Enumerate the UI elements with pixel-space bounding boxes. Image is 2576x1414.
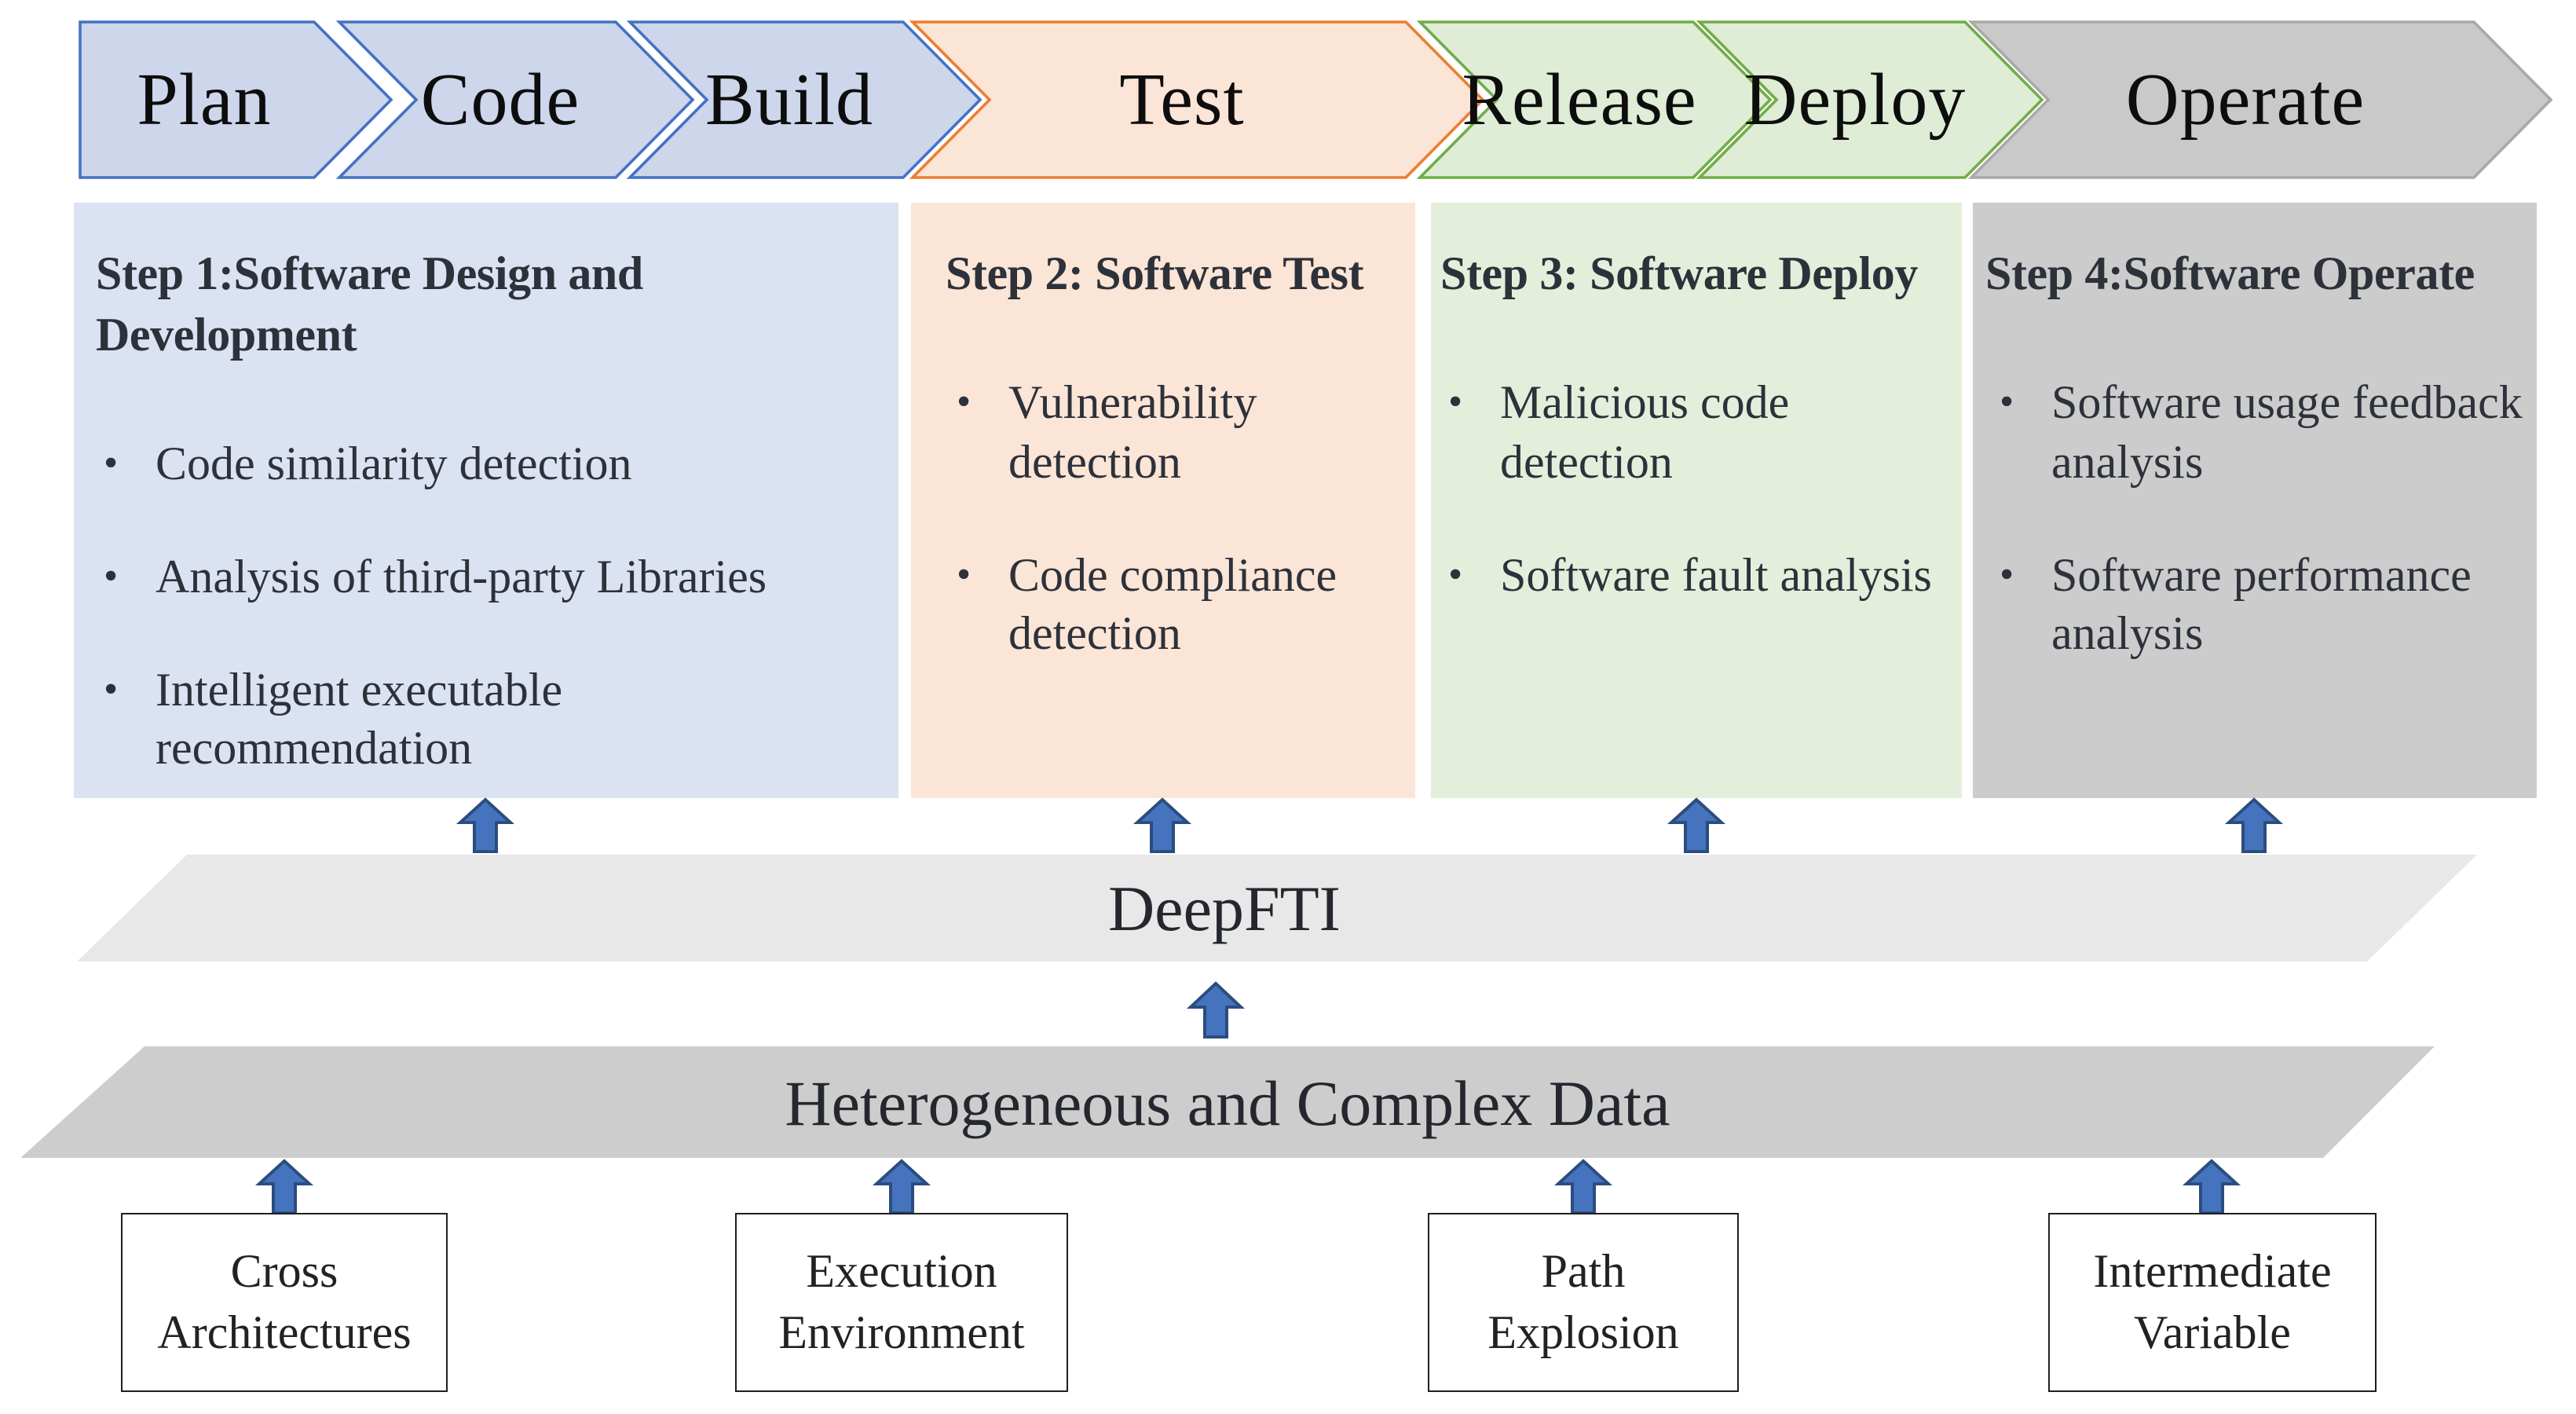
up-arrow-icon (1553, 1159, 1613, 1214)
stage-chevron-deploy: Deploy (1696, 20, 2044, 179)
step-bullet: Malicious code detection (1448, 374, 1952, 493)
stage-label: Release (1462, 59, 1697, 141)
chevron-shape (626, 20, 982, 179)
step-bullet-list: Software usage feedback analysis Softwar… (1985, 374, 2524, 665)
chevron-shape (335, 20, 695, 179)
up-arrow-icon (456, 797, 515, 853)
step-title: Step 4:Software Operate (1985, 248, 2475, 300)
stage-chevron-plan: Plan (79, 20, 393, 179)
step-title: Step 3: Software Deploy (1440, 248, 1918, 300)
chevron-shape (79, 20, 393, 179)
step-title: Step 2: Software Test (946, 248, 1364, 300)
source-box-label: Execution Environment (778, 1246, 1025, 1359)
stage-label: Plan (137, 59, 272, 141)
step-bullet: Analysis of third-party Libraries (104, 548, 880, 608)
chevron-shape (1416, 20, 1773, 179)
stage-chevron-code: Code (335, 20, 695, 179)
source-box-execution-environment: Execution Environment (735, 1213, 1068, 1392)
step-bullet: Software performance analysis (2000, 546, 2524, 665)
step-bullet-list: Vulnerability detection Code compliance … (946, 374, 1403, 665)
source-box-label: Cross Architectures (157, 1246, 412, 1359)
step-bullet: Intelligent executable recommendation (104, 661, 880, 779)
up-arrow-icon (1132, 797, 1192, 853)
deepfti-band-label: DeepFTI (1107, 872, 1341, 944)
step-panel-4: Step 4:Software Operate Software usage f… (1973, 203, 2537, 798)
step-panel-1: Step 1:Software Design and Development C… (74, 203, 898, 798)
stage-chevron-build: Build (626, 20, 982, 179)
stage-label: Deploy (1744, 59, 1967, 141)
stage-chevron-test: Test (909, 20, 1485, 179)
step-bullet-list: Malicious code detection Software fault … (1440, 374, 1952, 606)
step-panel-3: Step 3: Software Deploy Malicious code d… (1431, 203, 1962, 798)
source-box-path-explosion: Path Explosion (1428, 1213, 1739, 1392)
up-arrow-icon (2224, 797, 2284, 853)
stage-label: Build (705, 59, 873, 141)
source-box-label: Path Explosion (1487, 1246, 1679, 1359)
stage-chevron-release: Release (1416, 20, 1773, 179)
source-box-cross-architectures: Cross Architectures (121, 1213, 448, 1392)
stage-label: Operate (2125, 59, 2366, 141)
chevron-shape (909, 20, 1485, 179)
up-arrow-icon (1186, 981, 1246, 1039)
heterogeneous-data-band: Heterogeneous and Complex Data (20, 1046, 2435, 1158)
deepfti-band: DeepFTI (77, 855, 2477, 962)
up-arrow-icon (872, 1159, 931, 1214)
data-band-label: Heterogeneous and Complex Data (785, 1066, 1670, 1138)
step-title: Step 1:Software Design and Development (96, 248, 643, 361)
step-bullet: Vulnerability detection (957, 374, 1403, 493)
stage-chevron-operate: Operate (1967, 20, 2553, 179)
chevron-shape (1967, 20, 2553, 179)
step-bullet: Software fault analysis (1448, 546, 1952, 606)
step-bullet: Code similarity detection (104, 435, 880, 495)
step-bullet: Software usage feedback analysis (2000, 374, 2524, 493)
up-arrow-icon (2182, 1159, 2241, 1214)
step-panel-2: Step 2: Software Test Vulnerability dete… (911, 203, 1415, 798)
stage-label: Code (420, 59, 580, 141)
stage-label: Test (1119, 59, 1245, 141)
step-bullet: Code compliance detection (957, 546, 1403, 665)
source-box-label: Intermediate Variable (2093, 1246, 2332, 1359)
up-arrow-icon (1667, 797, 1726, 853)
up-arrow-icon (254, 1159, 314, 1214)
step-bullet-list: Code similarity detection Analysis of th… (96, 435, 880, 779)
source-box-intermediate-variable: Intermediate Variable (2048, 1213, 2377, 1392)
chevron-shape (1696, 20, 2044, 179)
